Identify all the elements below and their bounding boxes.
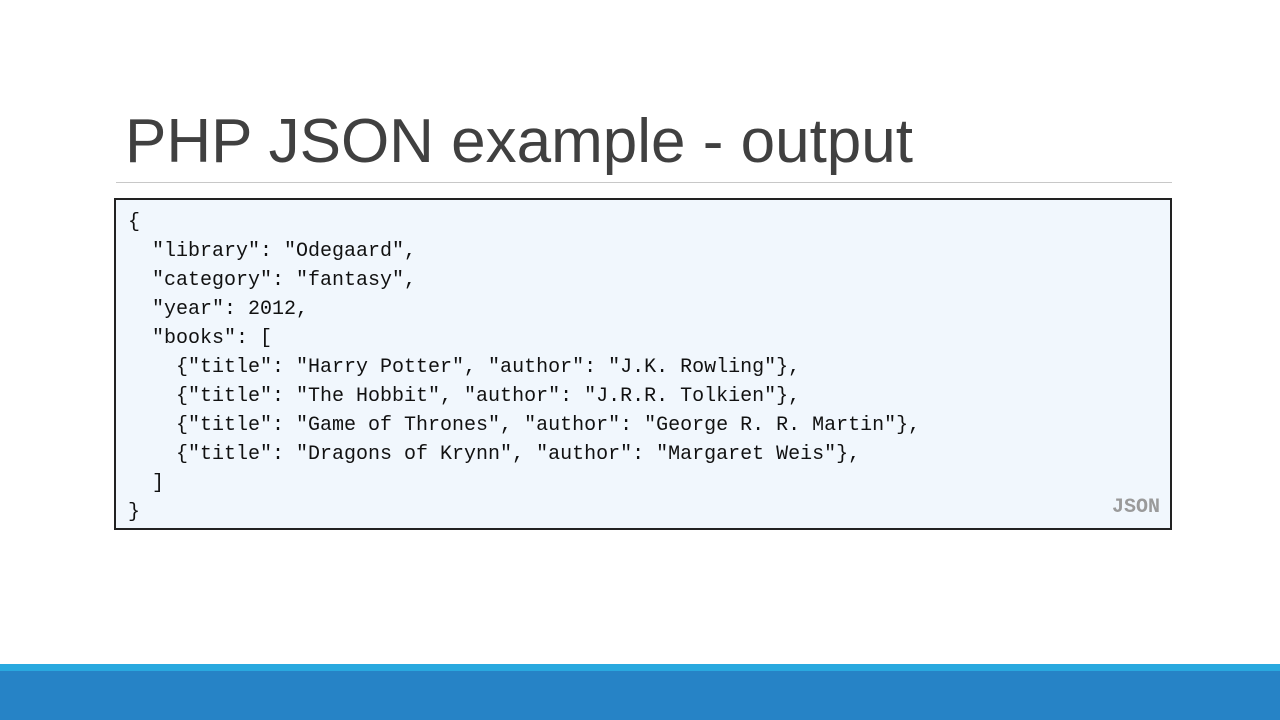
footer-accent-stripe [0,664,1280,671]
code-lines: { "library": "Odegaard", "category": "fa… [128,208,920,527]
code-line: "library": "Odegaard", [128,240,417,263]
code-line: } [128,501,141,524]
code-line: { [128,211,141,234]
code-line: ] [128,472,165,495]
code-block: { "library": "Odegaard", "category": "fa… [114,198,1172,530]
code-line: {"title": "Harry Potter", "author": "J.K… [128,356,801,379]
code-line: "year": 2012, [128,298,309,321]
footer-bar [0,671,1280,720]
code-line: "books": [ [128,327,273,350]
code-line: {"title": "Dragons of Krynn", "author": … [128,443,861,466]
code-language-label: JSON [1111,496,1160,519]
code-line: "category": "fantasy", [128,269,417,292]
code-line: {"title": "The Hobbit", "author": "J.R.R… [128,385,801,408]
code-line: {"title": "Game of Thrones", "author": "… [128,414,921,437]
title-divider [116,182,1172,183]
slide-title: PHP JSON example - output [125,107,913,176]
